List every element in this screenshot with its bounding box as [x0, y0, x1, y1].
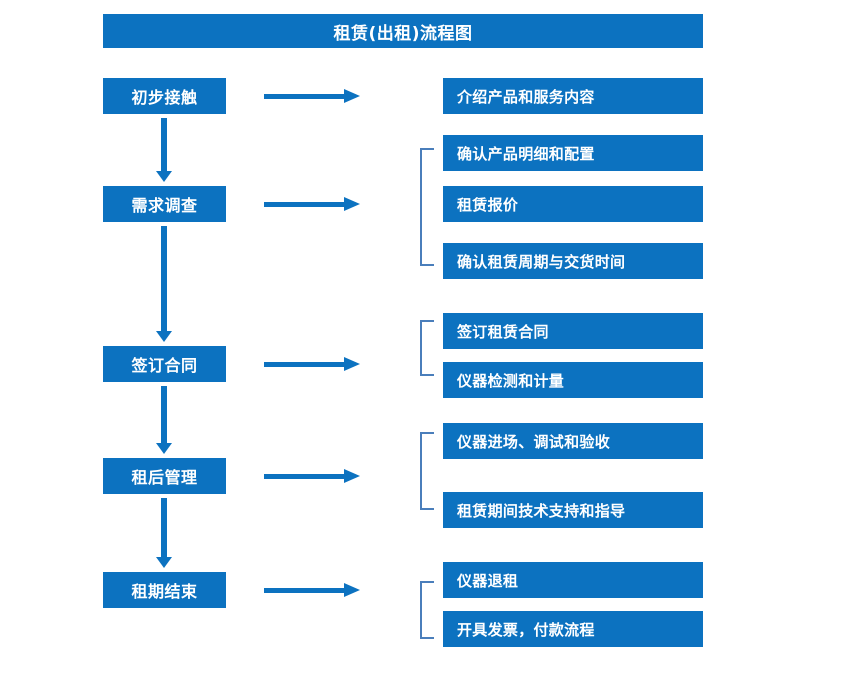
- right-arrow-stage-1: [264, 89, 360, 103]
- detail-box-7[interactable]: 仪器进场、调试和验收: [443, 423, 703, 459]
- stage-label-4: 租后管理: [131, 468, 198, 487]
- detail-label-3: 租赁报价: [457, 195, 519, 214]
- detail-box-5[interactable]: 签订租赁合同: [443, 313, 703, 349]
- right-arrow-stage-3: [264, 357, 360, 371]
- detail-box-2[interactable]: 确认产品明细和配置: [443, 135, 703, 171]
- down-arrow-3-to-4: [156, 386, 172, 454]
- stage-box-2[interactable]: 需求调查: [103, 186, 226, 222]
- detail-label-7: 仪器进场、调试和验收: [457, 432, 611, 451]
- stage-box-1[interactable]: 初步接触: [103, 78, 226, 114]
- detail-box-3[interactable]: 租赁报价: [443, 186, 703, 222]
- detail-label-1: 介绍产品和服务内容: [457, 87, 595, 106]
- right-arrow-stage-2: [264, 197, 360, 211]
- detail-label-9: 仪器退租: [457, 571, 519, 590]
- detail-label-4: 确认租赁周期与交货时间: [457, 252, 626, 271]
- detail-label-5: 签订租赁合同: [457, 322, 549, 341]
- detail-box-1[interactable]: 介绍产品和服务内容: [443, 78, 703, 114]
- right-arrow-stage-5: [264, 583, 360, 597]
- detail-label-2: 确认产品明细和配置: [457, 144, 595, 163]
- detail-label-10: 开具发票，付款流程: [457, 620, 595, 639]
- down-arrow-2-to-3: [156, 226, 172, 342]
- stage-label-1: 初步接触: [131, 88, 198, 107]
- bracket-group-3: [420, 432, 434, 510]
- detail-label-8: 租赁期间技术支持和指导: [457, 501, 626, 520]
- down-arrow-4-to-5: [156, 498, 172, 568]
- down-arrow-1-to-2: [156, 118, 172, 182]
- detail-box-10[interactable]: 开具发票，付款流程: [443, 611, 703, 647]
- detail-label-6: 仪器检测和计量: [457, 371, 565, 390]
- chart-title: 租赁(出租)流程图: [103, 14, 703, 48]
- stage-label-3: 签订合同: [131, 356, 198, 375]
- stage-box-5[interactable]: 租期结束: [103, 572, 226, 608]
- stage-label-2: 需求调查: [131, 196, 198, 215]
- bracket-group-4: [420, 581, 434, 639]
- bracket-group-1: [420, 148, 434, 266]
- detail-box-4[interactable]: 确认租赁周期与交货时间: [443, 243, 703, 279]
- bracket-group-2: [420, 320, 434, 376]
- stage-label-5: 租期结束: [131, 582, 198, 601]
- detail-box-9[interactable]: 仪器退租: [443, 562, 703, 598]
- detail-box-8[interactable]: 租赁期间技术支持和指导: [443, 492, 703, 528]
- stage-box-3[interactable]: 签订合同: [103, 346, 226, 382]
- stage-box-4[interactable]: 租后管理: [103, 458, 226, 494]
- right-arrow-stage-4: [264, 469, 360, 483]
- detail-box-6[interactable]: 仪器检测和计量: [443, 362, 703, 398]
